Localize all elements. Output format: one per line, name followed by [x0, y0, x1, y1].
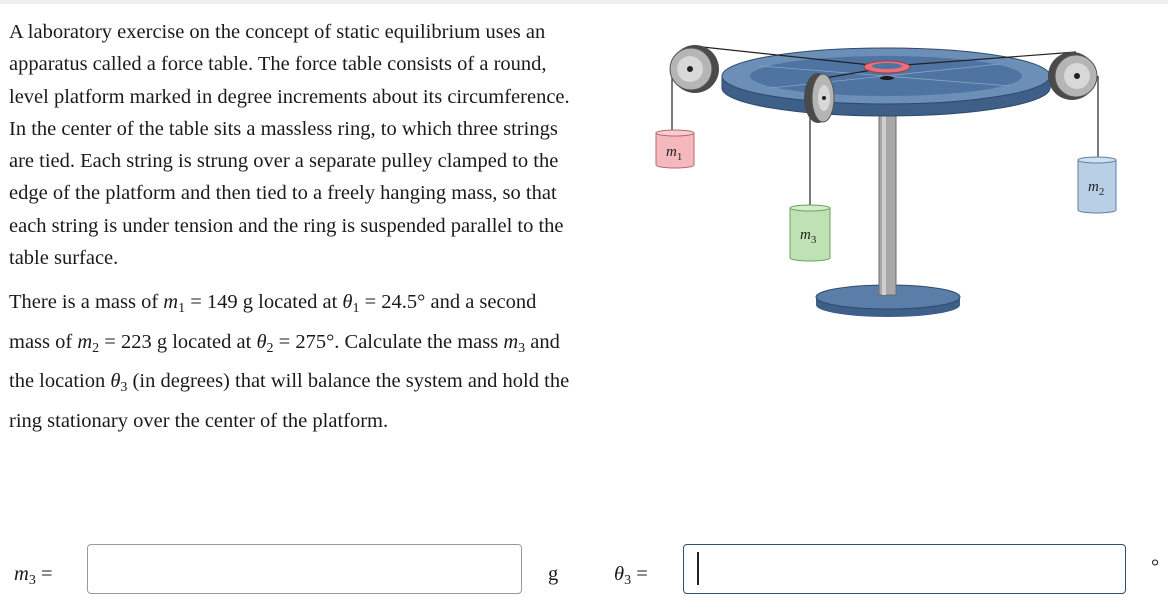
mass-3: m3	[789, 204, 831, 262]
center-ring	[863, 60, 911, 80]
text-caret	[697, 552, 699, 585]
mass-2: m2	[1077, 156, 1117, 214]
answer-row: m3 = g θ3 = °	[0, 540, 1168, 600]
m3-answer-label: m3 =	[14, 563, 53, 588]
mass-3-label: m3	[800, 227, 817, 246]
text-segment: (in degrees) that will balance the syste…	[9, 370, 570, 432]
mass-2-label: m2	[1088, 179, 1104, 198]
theta3-input[interactable]	[683, 544, 1126, 594]
pulley-3	[804, 73, 835, 123]
theta3-symbol: θ3	[110, 370, 128, 395]
m3-symbol: m3	[503, 330, 526, 356]
table-pole	[878, 111, 897, 296]
top-border	[0, 0, 1168, 4]
theta3-unit-label: °	[1151, 556, 1160, 578]
text-segment: and the location	[9, 330, 560, 393]
problem-paragraph-2: There is a mass of m1 = 149 g located at…	[9, 286, 574, 438]
text-segment: There is a mass of	[9, 291, 164, 313]
m1-symbol: m1	[163, 291, 186, 316]
strings	[671, 45, 1099, 208]
theta1-symbol: θ1	[342, 291, 360, 316]
m3-input[interactable]	[87, 544, 522, 594]
text-segment: = 223 g located at	[99, 330, 257, 353]
problem-paragraph-1: A laboratory exercise on the concept of …	[9, 21, 570, 270]
force-table-figure: m1 m2 m3	[655, 45, 1117, 317]
table-base	[815, 284, 961, 317]
mass-1: m1	[655, 129, 695, 169]
theta2-symbol: θ2	[256, 330, 274, 356]
pulley-1	[669, 45, 719, 93]
m2-symbol: m2	[77, 330, 100, 356]
theta3-answer-label: θ3 =	[614, 563, 648, 588]
text-segment: = 275°. Calculate the mass	[273, 330, 504, 353]
pulley-2	[1048, 52, 1098, 100]
text-segment: = 149 g located at	[185, 291, 343, 313]
mass-1-label: m1	[666, 144, 682, 163]
m3-unit-label: g	[548, 563, 559, 585]
text-segment: = 24.5° and a second mass of	[9, 291, 537, 353]
